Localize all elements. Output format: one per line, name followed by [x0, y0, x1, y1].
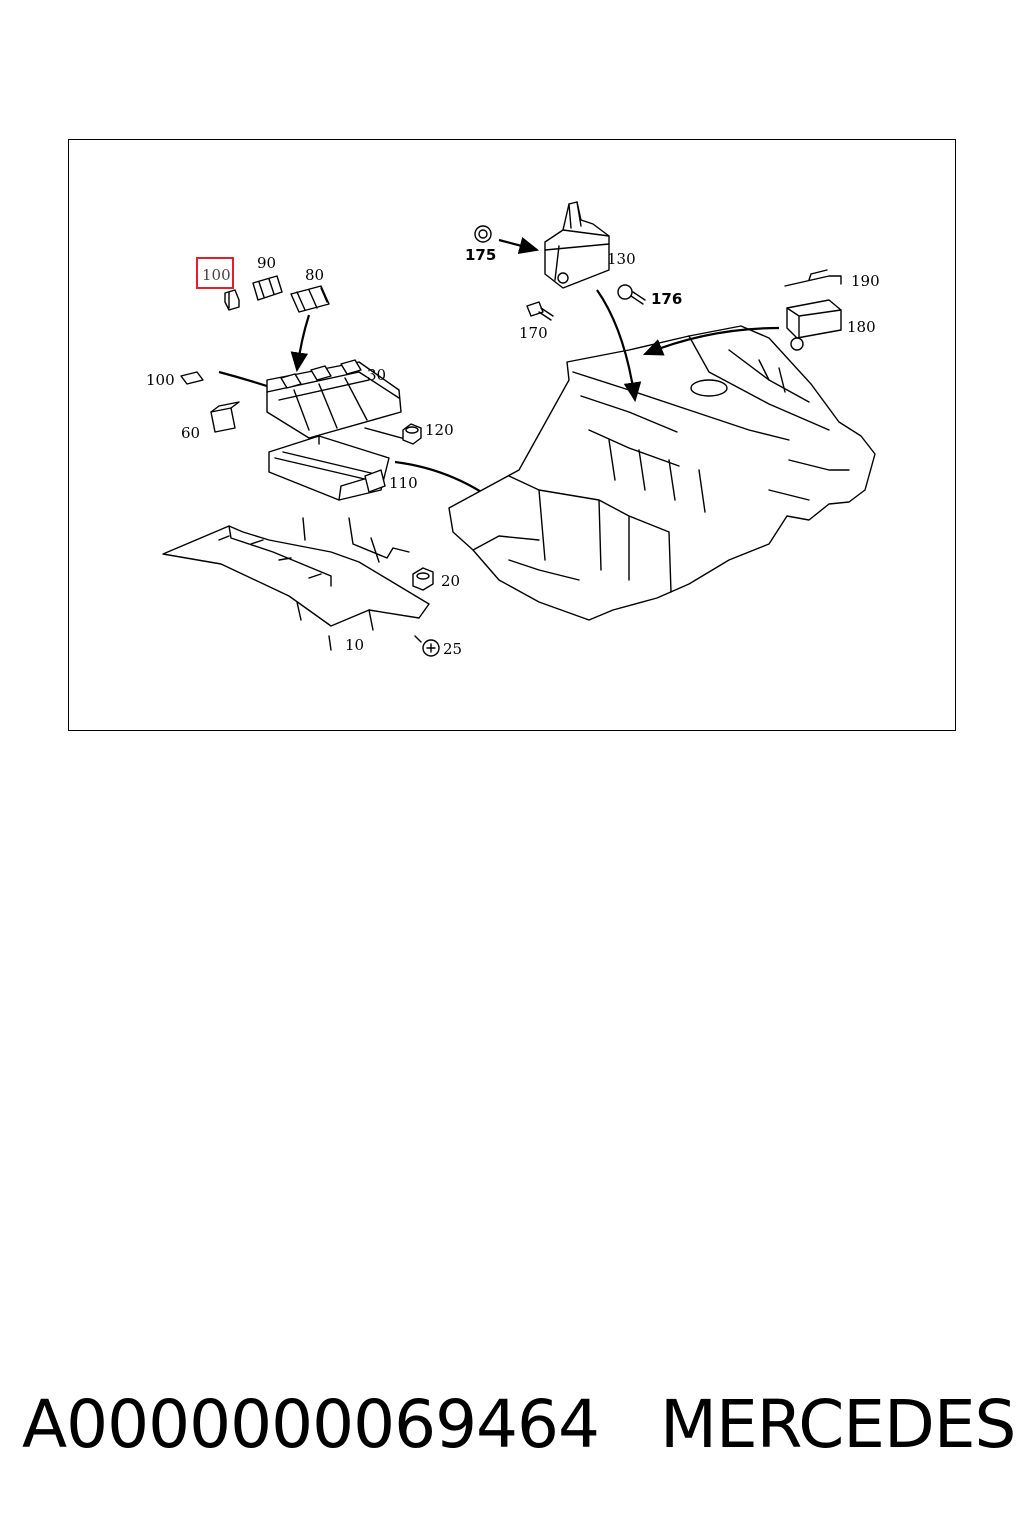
part-60-relay[interactable] — [210, 401, 240, 433]
callout-30[interactable]: 30 — [367, 366, 386, 384]
highlight-box — [196, 257, 234, 289]
callout-80[interactable]: 80 — [305, 266, 324, 284]
part-90-relay[interactable] — [252, 275, 283, 301]
callout-180[interactable]: 180 — [847, 318, 876, 336]
callout-176[interactable]: 176 — [651, 290, 682, 308]
callout-170[interactable]: 170 — [519, 324, 548, 342]
callout-100-left[interactable]: 100 — [146, 371, 175, 389]
footer: A0000000069464 MERCEDES — [0, 1380, 1024, 1470]
callout-100-highlighted[interactable]: 100 — [202, 266, 231, 284]
part-110-control-unit[interactable] — [268, 435, 390, 501]
callout-190[interactable]: 190 — [851, 272, 880, 290]
callout-90[interactable]: 90 — [257, 254, 276, 272]
part-25-screw[interactable] — [414, 635, 440, 657]
part-100-fuse-top[interactable] — [224, 289, 240, 311]
part-176-screw[interactable] — [617, 284, 646, 305]
callout-60[interactable]: 60 — [181, 424, 200, 442]
part-180-sensor[interactable] — [786, 299, 842, 351]
brand-name: MERCEDES — [660, 1386, 1016, 1463]
part-10-bracket[interactable] — [162, 517, 430, 651]
part-130-sensor[interactable] — [544, 201, 610, 289]
car-body-shell — [448, 325, 876, 621]
arrow-180 — [642, 326, 780, 356]
callout-10[interactable]: 10 — [345, 636, 364, 654]
part-120-nut[interactable] — [402, 423, 422, 445]
part-170-bolt[interactable] — [526, 301, 554, 321]
part-175-screw[interactable] — [474, 225, 492, 243]
callout-110[interactable]: 110 — [389, 474, 418, 492]
diagram-frame: 100 90 80 100 — [68, 139, 956, 731]
part-100-fuse-left[interactable] — [180, 371, 204, 385]
arrow-130 — [596, 289, 642, 403]
part-number: A0000000069464 — [22, 1386, 600, 1463]
arrow-175 — [498, 237, 540, 255]
part-190-bracket[interactable] — [784, 269, 842, 287]
arrow-80 — [290, 314, 311, 373]
callout-130[interactable]: 130 — [607, 250, 636, 268]
callout-25[interactable]: 25 — [443, 640, 462, 658]
part-20-nut[interactable] — [412, 567, 434, 591]
callout-120[interactable]: 120 — [425, 421, 454, 439]
part-80-relay[interactable] — [290, 285, 330, 313]
parts-diagram: 100 90 80 100 — [146, 201, 880, 658]
callout-175[interactable]: 175 — [465, 246, 496, 264]
part-30-fuse-box[interactable] — [266, 359, 410, 441]
callout-20[interactable]: 20 — [441, 572, 460, 590]
